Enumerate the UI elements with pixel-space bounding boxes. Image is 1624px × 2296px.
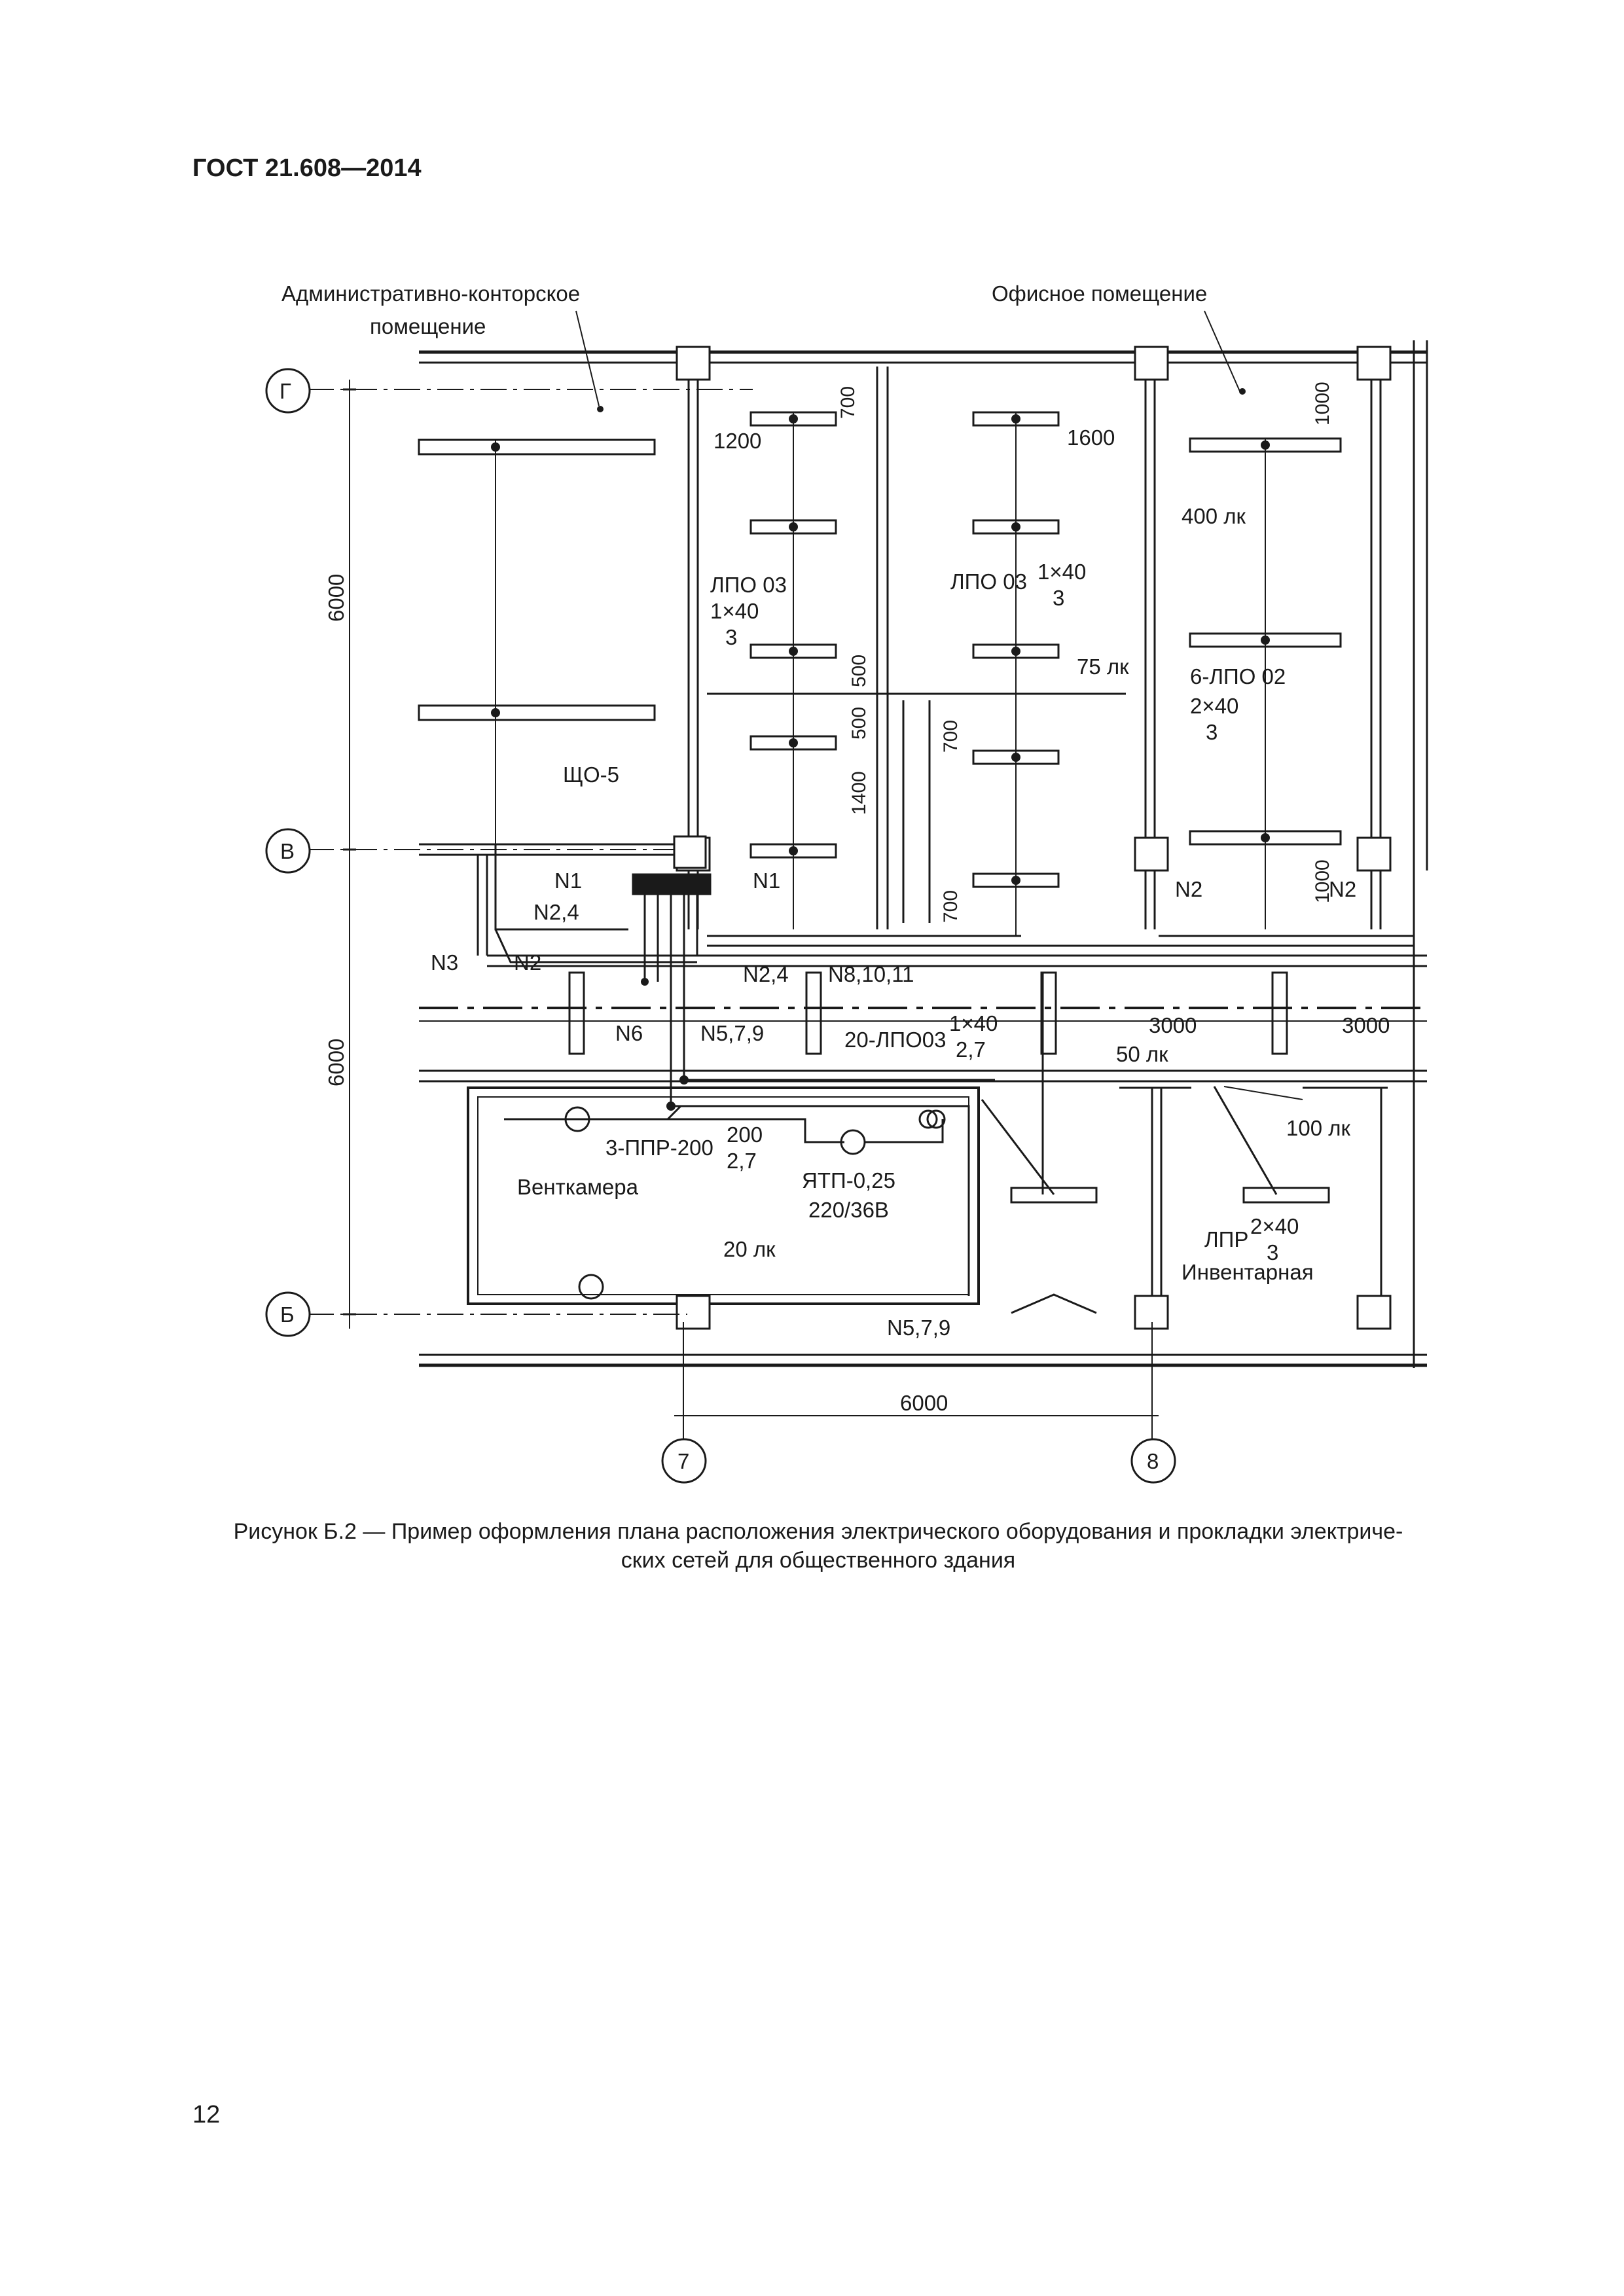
dim-500-b: 500 [848,707,870,740]
circuit-n24-b: N2,4 [743,962,789,986]
circuit-n1-b: N1 [753,869,780,893]
inventory-label: Инвентарная [1182,1260,1314,1284]
lpo-right-num: 2×40 [1190,694,1238,718]
caption-line-2: ских сетей для общественного здания [621,1548,1016,1573]
dim-700-top: 700 [837,386,859,419]
dim-1600: 1600 [1067,425,1115,450]
axis-7: 7 [677,1449,689,1473]
dim-1000-low: 1000 [1312,859,1333,903]
lpo-mid-den: 3 [1053,586,1064,610]
document-header: ГОСТ 21.608—2014 [192,154,422,182]
dim-500-a: 500 [848,655,870,687]
caption-line-1: Рисунок Б.2 — Пример оформления плана ра… [233,1519,1403,1544]
lpo-mid-num: 1×40 [1038,560,1086,584]
dim-3000-a: 3000 [1149,1013,1197,1037]
lpo-mid-label: ЛПО 03 [950,569,1027,594]
lux-75: 75 лк [1077,655,1129,679]
ppr-num: 200 [727,1122,763,1147]
lux-50: 50 лк [1116,1042,1168,1066]
ventkamera-label: Венткамера [517,1175,639,1199]
dim-6000-bottom: 6000 [900,1391,948,1415]
lpr-num: 2×40 [1250,1214,1299,1238]
dim-3000-b: 3000 [1342,1013,1390,1037]
circuit-n579-a: N5,7,9 [700,1021,764,1045]
lpr-label: ЛПР [1204,1227,1248,1251]
lpo-right-label: 6-ЛПО 02 [1190,664,1286,689]
axis-8: 8 [1147,1449,1159,1473]
axis-v: В [280,839,295,863]
circuit-n2-b: N2 [1175,877,1202,901]
corridor-fixture-num: 1×40 [949,1011,998,1035]
figure-caption: Рисунок Б.2 — Пример оформления плана ра… [177,1517,1460,1575]
dim-700-low: 700 [940,890,962,923]
lpr-den: 3 [1267,1240,1278,1265]
ytp-label: ЯТП-0,25 [802,1168,895,1193]
axis-g: Г [280,379,291,403]
admin-room-label-1: Административно-конторское [281,281,580,306]
ppr-label: 3-ППР-200 [605,1136,713,1160]
circuit-n2-a: N2 [514,950,541,975]
corridor-fixture: 20-ЛПО03 [844,1028,946,1052]
ytp-voltage: 220/36В [808,1198,889,1222]
circuit-n81011: N8,10,11 [828,962,914,986]
circuit-n1-a: N1 [554,869,582,893]
circuit-n24-a: N2,4 [533,900,579,924]
circuit-n579-b: N5,7,9 [887,1316,950,1340]
dim-1400: 1400 [848,771,870,815]
office-room-label: Офисное помещение [992,281,1207,306]
dim-6000-upper: 6000 [324,574,348,622]
corridor-fixture-den: 2,7 [956,1037,986,1062]
dim-1200: 1200 [713,429,761,453]
circuit-n2-c: N2 [1329,877,1356,901]
shchit-label: ЩО-5 [563,762,619,787]
admin-room-label-2: помещение [370,314,486,338]
page-number: 12 [192,2101,221,2128]
lux-400: 400 лк [1182,504,1246,528]
circuit-n6: N6 [615,1021,643,1045]
circuit-n3: N3 [431,950,458,975]
dim-6000-lower: 6000 [324,1039,348,1086]
lux-20: 20 лк [723,1237,776,1261]
dim-700-mid: 700 [940,720,962,753]
ppr-den: 2,7 [727,1149,757,1173]
lpo-left-num: 1×40 [710,599,759,623]
axis-b: Б [280,1302,295,1327]
dim-1000-top: 1000 [1312,382,1333,425]
lpo-left-label: ЛПО 03 [710,573,787,597]
lpo-left-den: 3 [725,625,737,649]
lux-100: 100 лк [1286,1116,1350,1140]
lpo-right-den: 3 [1206,720,1218,744]
